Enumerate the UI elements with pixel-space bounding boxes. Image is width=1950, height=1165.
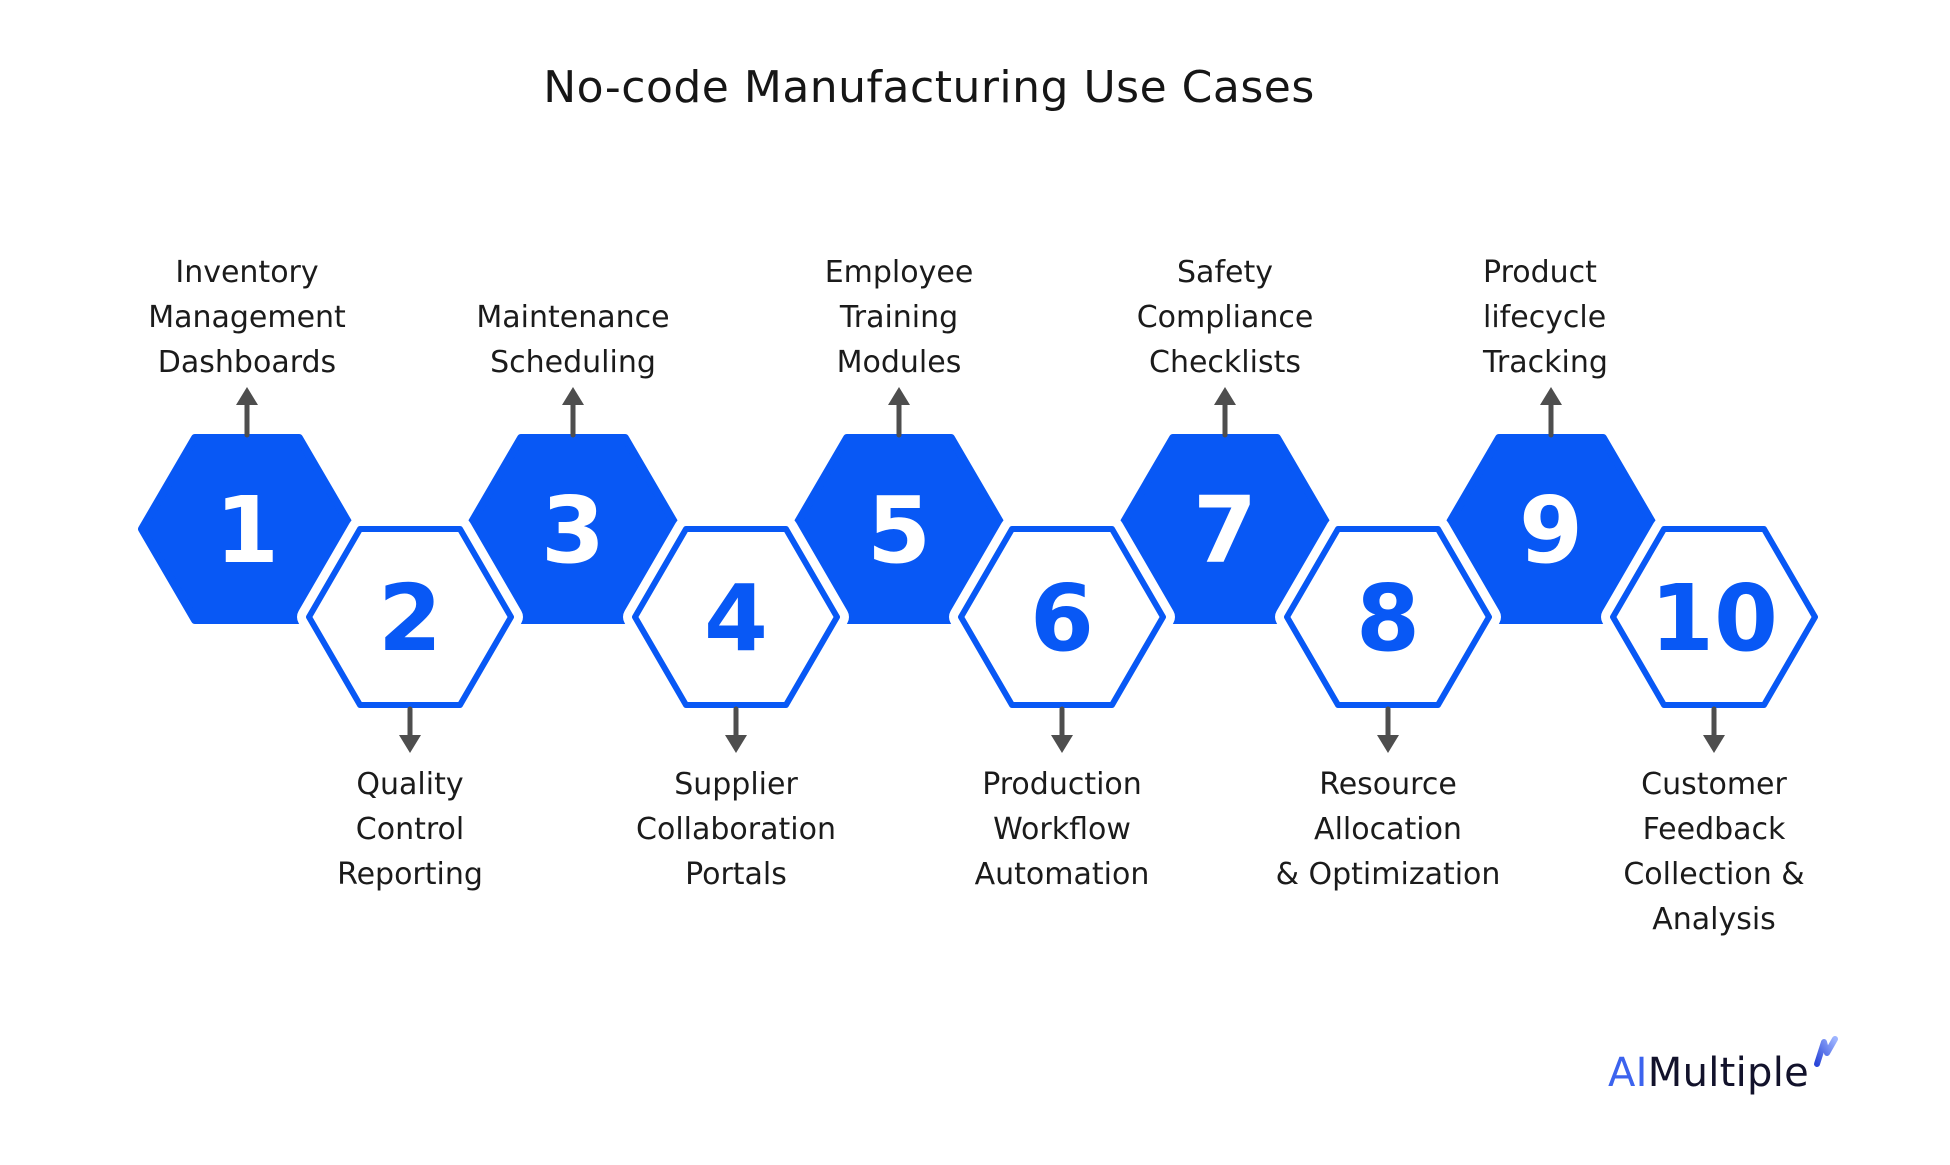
hexagon-5-number: 5 [867, 477, 931, 584]
down-arrow-head-icon [1377, 735, 1399, 753]
use-case-label-1: Inventory Management Dashboards [148, 255, 346, 380]
use-case-label-5: Employee Training Modules [824, 255, 974, 380]
use-case-label-7: Safety Compliance Checklists [1136, 255, 1314, 380]
hexagon-2-shape [306, 526, 514, 708]
logo-multiple-text: Multiple [1647, 1050, 1810, 1096]
hexagon-6: 6 [949, 517, 1175, 753]
page-title: No-code Manufacturing Use Cases [543, 62, 1315, 113]
down-arrow-head-icon [1051, 735, 1073, 753]
logo-bolt-icon [1814, 1036, 1838, 1067]
hexagon-8-shape [1284, 526, 1492, 708]
hexagon-10-shape [1610, 526, 1818, 708]
up-arrow-head-icon [562, 387, 584, 405]
logo-ai-text: AI [1608, 1050, 1648, 1096]
hexagon-4-number: 4 [704, 565, 768, 672]
use-case-label-4: Supplier Collaboration Portals [636, 767, 836, 892]
hexagon-7-number: 7 [1193, 477, 1257, 584]
hexagon-2: 2 [297, 517, 523, 753]
hexagon-8-number: 8 [1356, 565, 1420, 672]
aimultiple-logo: AIMultiple [1608, 1036, 1838, 1096]
hexagon-5: 5 [790, 387, 1008, 624]
hexagon-10-number: 10 [1650, 565, 1778, 672]
use-case-label-2: Quality Control Reporting [337, 767, 483, 892]
down-arrow-head-icon [399, 735, 421, 753]
up-arrow-head-icon [236, 387, 258, 405]
hexagon-4-shape [632, 526, 840, 708]
hexagon-6-number: 6 [1030, 565, 1094, 672]
down-arrow-head-icon [1703, 735, 1725, 753]
hexagon-10: 10 [1601, 517, 1827, 753]
use-case-label-9: Product lifecycle Tracking [1483, 255, 1608, 380]
up-arrow-head-icon [1214, 387, 1236, 405]
hexagon-9-number: 9 [1519, 477, 1583, 584]
up-arrow-head-icon [1540, 387, 1562, 405]
down-arrow-head-icon [725, 735, 747, 753]
use-case-label-10: Customer Feedback Collection & Analysis [1623, 767, 1805, 937]
hexagon-2-number: 2 [378, 565, 442, 672]
hexagon-8: 8 [1275, 517, 1501, 753]
use-case-label-3: Maintenance Scheduling [476, 300, 670, 380]
use-case-label-8: Resource Allocation & Optimization [1275, 767, 1501, 892]
hexagon-3-number: 3 [541, 477, 605, 584]
hexagon-9: 9 [1442, 387, 1660, 624]
up-arrow-head-icon [888, 387, 910, 405]
hexagon-6-shape [958, 526, 1166, 708]
hexagon-1-number: 1 [215, 477, 279, 584]
use-case-label-6: Production Workflow Automation [974, 767, 1150, 892]
hexagon-4: 4 [623, 517, 849, 753]
